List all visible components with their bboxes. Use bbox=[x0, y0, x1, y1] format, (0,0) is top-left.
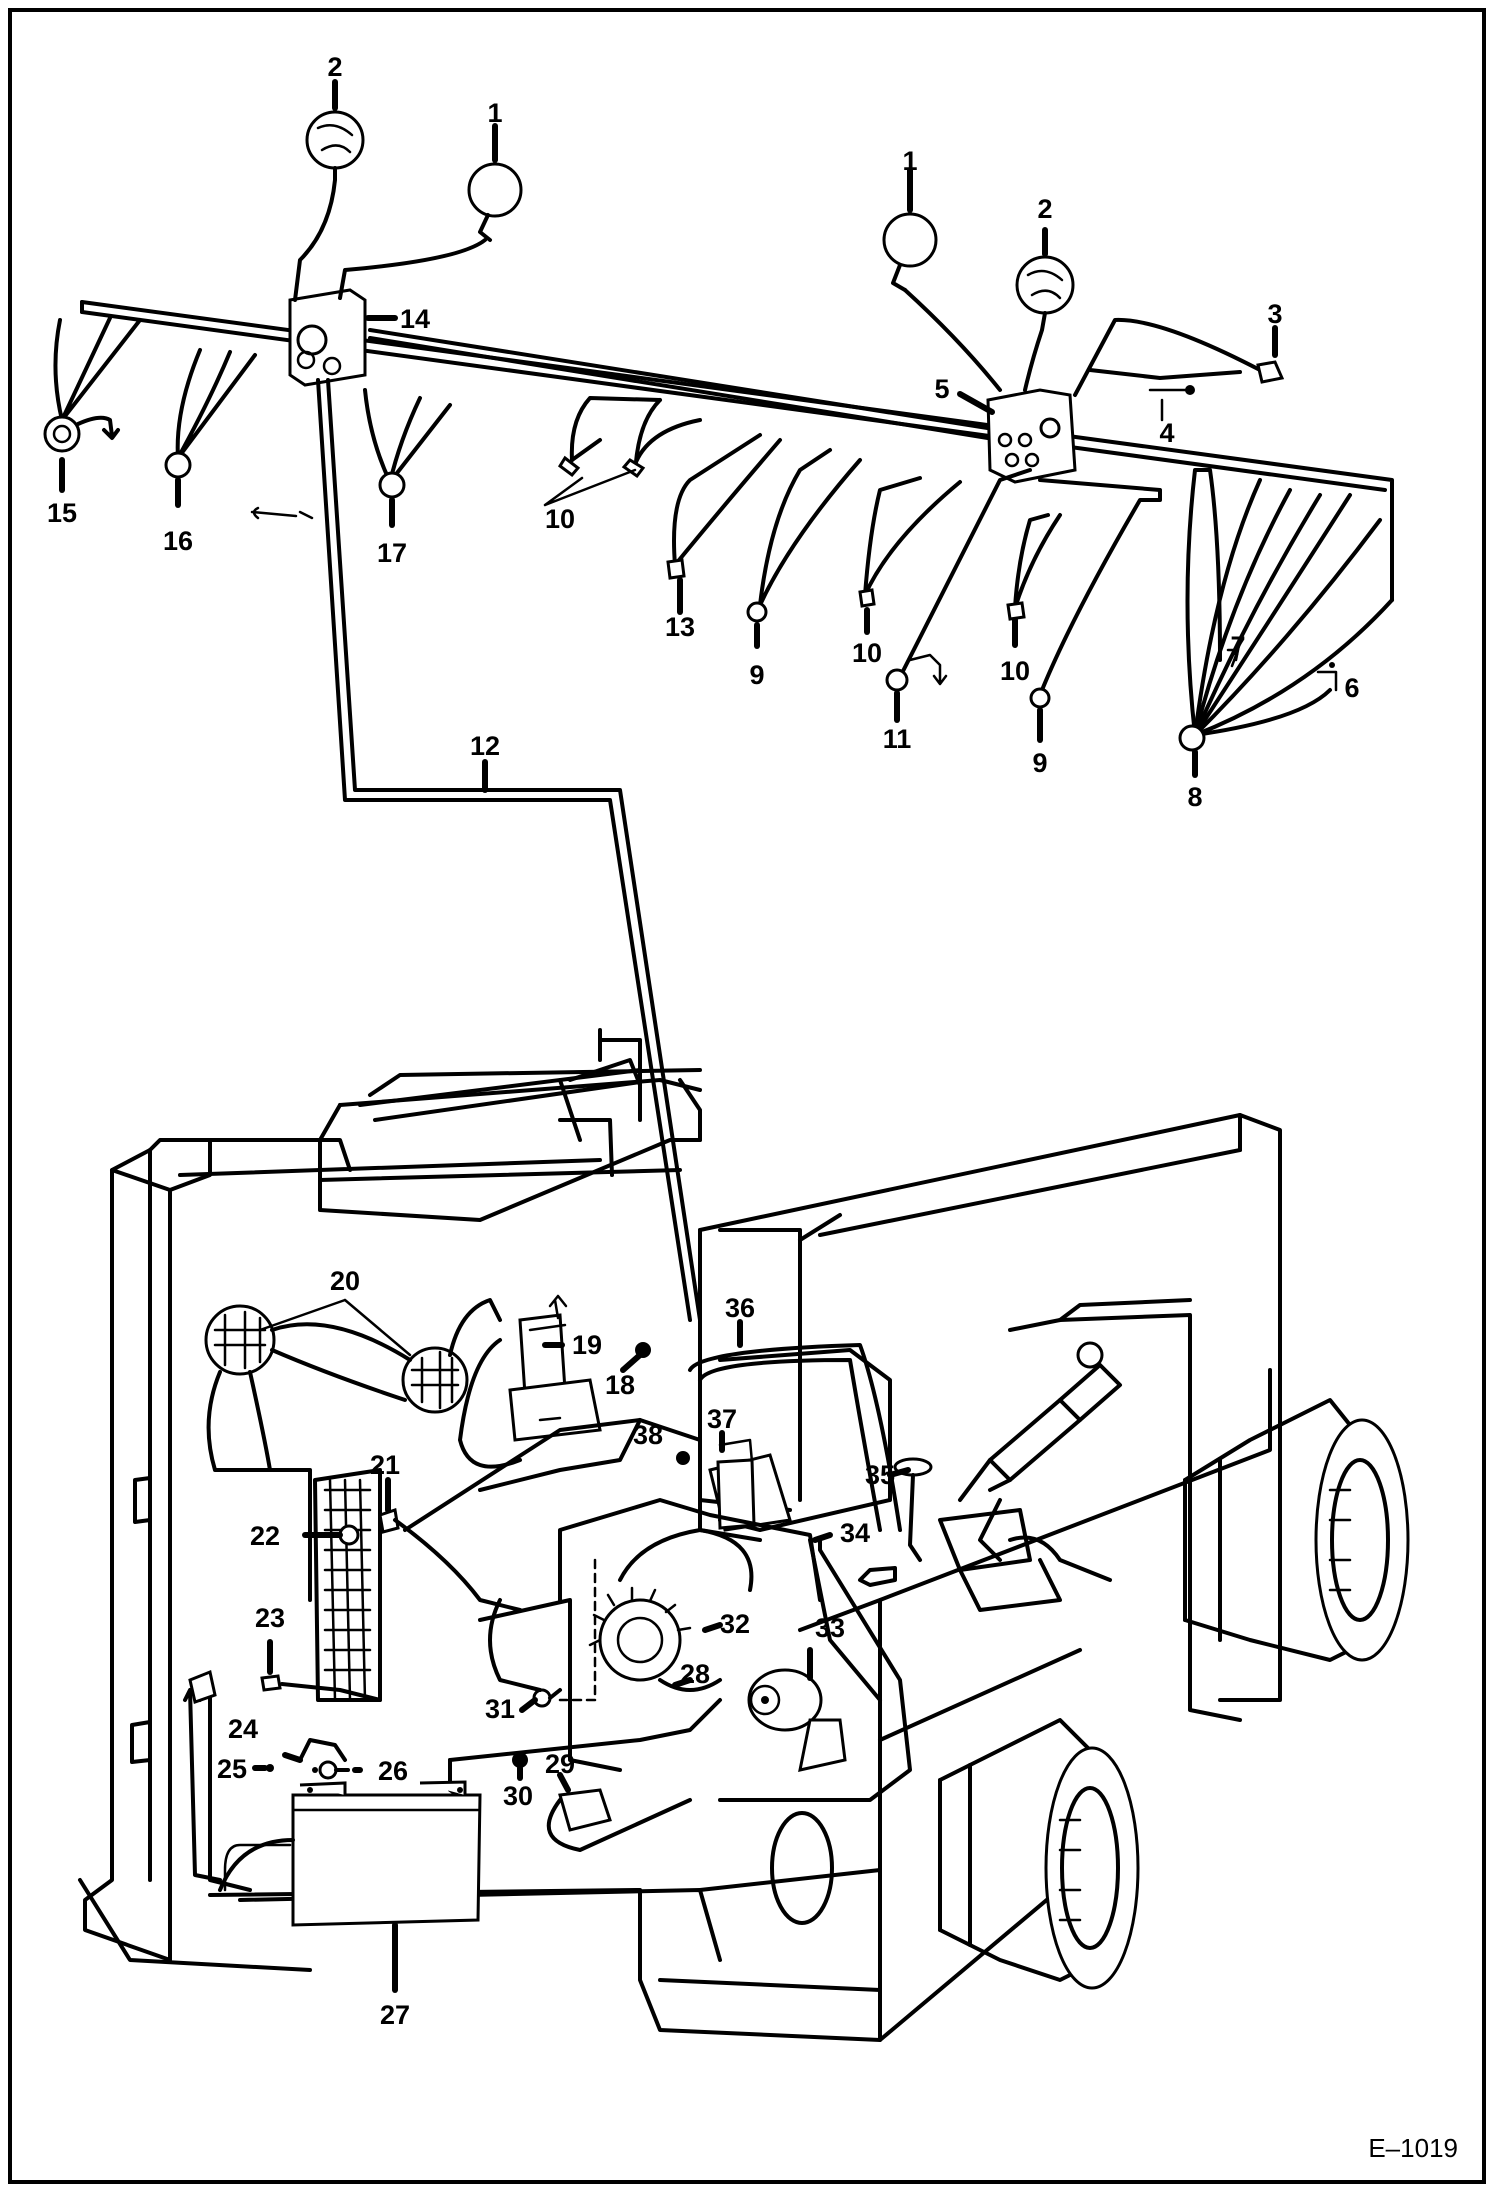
battery-27 bbox=[218, 1780, 482, 1927]
solenoid-19 bbox=[508, 1313, 602, 1442]
callout: 22 bbox=[250, 1521, 280, 1551]
harness-12 bbox=[316, 378, 692, 1322]
callouts: 2 1 14 15 16 17 1 2 3 5 4 10 13 9 10 11 … bbox=[47, 52, 1360, 2030]
callout: 1 bbox=[902, 146, 917, 176]
callout: 2 bbox=[1037, 194, 1052, 224]
connector-23 bbox=[260, 1674, 282, 1692]
callout: 9 bbox=[1032, 748, 1047, 778]
lamp-1-left bbox=[338, 162, 523, 300]
lamp-15 bbox=[43, 415, 120, 453]
callout: 5 bbox=[934, 374, 949, 404]
fan-8 bbox=[1178, 468, 1394, 752]
lamp-16 bbox=[164, 451, 192, 479]
callout: 4 bbox=[1159, 418, 1174, 448]
callout: 17 bbox=[377, 538, 407, 568]
relay-29 bbox=[558, 1788, 612, 1832]
callout: 10 bbox=[852, 638, 882, 668]
callout: 28 bbox=[680, 1659, 710, 1689]
grommet-30 bbox=[512, 1752, 528, 1768]
junction-block-left bbox=[288, 288, 367, 387]
callout: 37 bbox=[707, 1404, 737, 1434]
loader-frame bbox=[78, 1038, 1282, 2042]
alternator-32 bbox=[588, 1528, 754, 1692]
work-light-20b bbox=[401, 1298, 502, 1414]
callout: 8 bbox=[1187, 782, 1202, 812]
callout: 14 bbox=[400, 304, 430, 334]
callout: 12 bbox=[470, 731, 500, 761]
callout: 25 bbox=[217, 1754, 247, 1784]
figure-id: E–1019 bbox=[1368, 2133, 1458, 2163]
callout: 38 bbox=[633, 1420, 663, 1450]
lamp-17 bbox=[378, 471, 406, 499]
axle-lower bbox=[938, 1718, 1140, 1990]
grommet-38 bbox=[676, 1451, 690, 1465]
callout: 6 bbox=[1344, 673, 1359, 703]
callout: 9 bbox=[749, 660, 764, 690]
callout: 24 bbox=[228, 1714, 258, 1744]
axle-upper bbox=[1183, 1398, 1410, 1662]
callout: 15 bbox=[47, 498, 77, 528]
lamp-1-right bbox=[882, 212, 1002, 392]
callout: 13 bbox=[665, 612, 695, 642]
lamp-2-left bbox=[293, 110, 365, 302]
callout: 27 bbox=[380, 2000, 410, 2030]
diagram-frame bbox=[8, 8, 1486, 2184]
work-light-20a bbox=[204, 1304, 276, 1376]
callout: 32 bbox=[720, 1609, 750, 1639]
upper-harness bbox=[43, 110, 1394, 752]
lamp-2-right bbox=[1015, 255, 1075, 392]
callout: 35 bbox=[865, 1460, 895, 1490]
callout: 11 bbox=[883, 724, 912, 754]
callout: 23 bbox=[255, 1603, 285, 1633]
callout: 26 bbox=[378, 1756, 408, 1786]
callout: 21 bbox=[370, 1450, 400, 1480]
callout: 18 bbox=[605, 1370, 635, 1400]
callout: 20 bbox=[330, 1266, 360, 1296]
callout: 36 bbox=[725, 1293, 755, 1323]
leader-lines bbox=[59, 79, 1278, 1993]
callout: 19 bbox=[572, 1330, 602, 1360]
connector-3 bbox=[1256, 360, 1285, 384]
callout: 16 bbox=[163, 526, 193, 556]
callout: 7 bbox=[1230, 631, 1245, 661]
callout: 1 bbox=[487, 98, 502, 128]
junction-block-right bbox=[986, 388, 1077, 484]
callout: 33 bbox=[815, 1613, 845, 1643]
callout: 30 bbox=[503, 1781, 533, 1811]
callout: 10 bbox=[1000, 656, 1030, 686]
callout: 29 bbox=[545, 1749, 575, 1779]
callout: 2 bbox=[327, 52, 342, 82]
callout: 31 bbox=[485, 1694, 515, 1724]
callout: 34 bbox=[840, 1518, 870, 1548]
callout: 3 bbox=[1267, 299, 1282, 329]
callout: 10 bbox=[545, 504, 575, 534]
starter-33 bbox=[747, 1668, 847, 1772]
